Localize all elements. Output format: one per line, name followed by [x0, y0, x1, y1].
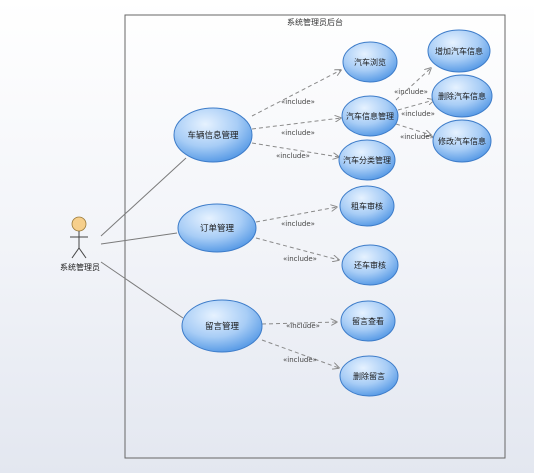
- usecase-label: 留言管理: [205, 321, 240, 332]
- usecase-delete-message[interactable]: 删除留言: [339, 355, 399, 397]
- actor-left-leg: [71, 247, 80, 259]
- association-vehicle-info: [100, 157, 187, 237]
- include-label: «include»: [281, 98, 315, 106]
- include-label: «include»: [286, 322, 320, 330]
- include-arrow-edit-car: [395, 123, 431, 135]
- association-order: [100, 232, 178, 245]
- usecase-label: 订单管理: [200, 223, 235, 234]
- usecase-car-category-mgmt[interactable]: 汽车分类管理: [338, 139, 396, 181]
- include-arrow-delete-car: [397, 100, 434, 111]
- usecase-label: 车辆信息管理: [187, 130, 239, 141]
- usecase-label: 增加汽车信息: [435, 46, 483, 56]
- usecase-label: 删除汽车信息: [438, 91, 486, 101]
- usecase-return-review[interactable]: 还车审核: [341, 244, 399, 286]
- actor-right-leg: [78, 247, 87, 259]
- usecase-label: 汽车信息管理: [346, 111, 394, 121]
- include-label: «include»: [283, 356, 317, 364]
- usecase-add-car-info[interactable]: 增加汽车信息: [427, 29, 491, 73]
- actor-head: [71, 216, 87, 232]
- include-arrow-message-view: [261, 322, 337, 324]
- system-boundary[interactable]: [124, 14, 506, 459]
- include-label: «include»: [400, 133, 434, 141]
- system-title: 系统管理员后台: [287, 17, 343, 27]
- usecase-rental-review[interactable]: 租车审核: [339, 185, 395, 227]
- usecase-label: 删除留言: [353, 371, 385, 381]
- include-label: «include»: [283, 255, 317, 263]
- usecase-label: 留言查看: [352, 316, 384, 326]
- include-label: «include»: [281, 220, 315, 228]
- usecase-delete-car-info[interactable]: 删除汽车信息: [431, 74, 493, 118]
- include-label: «include»: [394, 88, 428, 96]
- usecase-car-info-mgmt[interactable]: 汽车信息管理: [341, 95, 399, 137]
- usecase-label: 修改汽车信息: [438, 136, 486, 146]
- usecase-vehicle-info-mgmt[interactable]: 车辆信息管理: [173, 107, 253, 163]
- usecase-car-browse[interactable]: 汽车浏览: [342, 41, 398, 83]
- association-message: [100, 261, 184, 319]
- usecase-label: 汽车浏览: [354, 57, 386, 67]
- usecase-edit-car-info[interactable]: 修改汽车信息: [432, 119, 492, 163]
- actor-system-admin[interactable]: 系统管理员: [60, 216, 100, 272]
- include-arrow-car-category: [251, 142, 339, 157]
- usecase-message-view[interactable]: 留言查看: [340, 300, 396, 342]
- include-label: «include»: [281, 129, 315, 137]
- include-arrow-return-review: [255, 237, 339, 260]
- usecase-label: 还车审核: [354, 260, 386, 270]
- usecase-label: 汽车分类管理: [343, 155, 391, 165]
- usecase-order-mgmt[interactable]: 订单管理: [177, 203, 257, 253]
- include-arrow-add-car: [395, 68, 431, 101]
- usecase-message-mgmt[interactable]: 留言管理: [181, 299, 263, 353]
- include-label: «include»: [401, 110, 435, 118]
- usecase-label: 租车审核: [351, 201, 383, 211]
- include-label: «include»: [276, 152, 310, 160]
- actor-label: 系统管理员: [60, 262, 100, 272]
- include-arrow-car-browse: [251, 70, 341, 117]
- include-arrow-car-info-mgmt: [251, 118, 341, 130]
